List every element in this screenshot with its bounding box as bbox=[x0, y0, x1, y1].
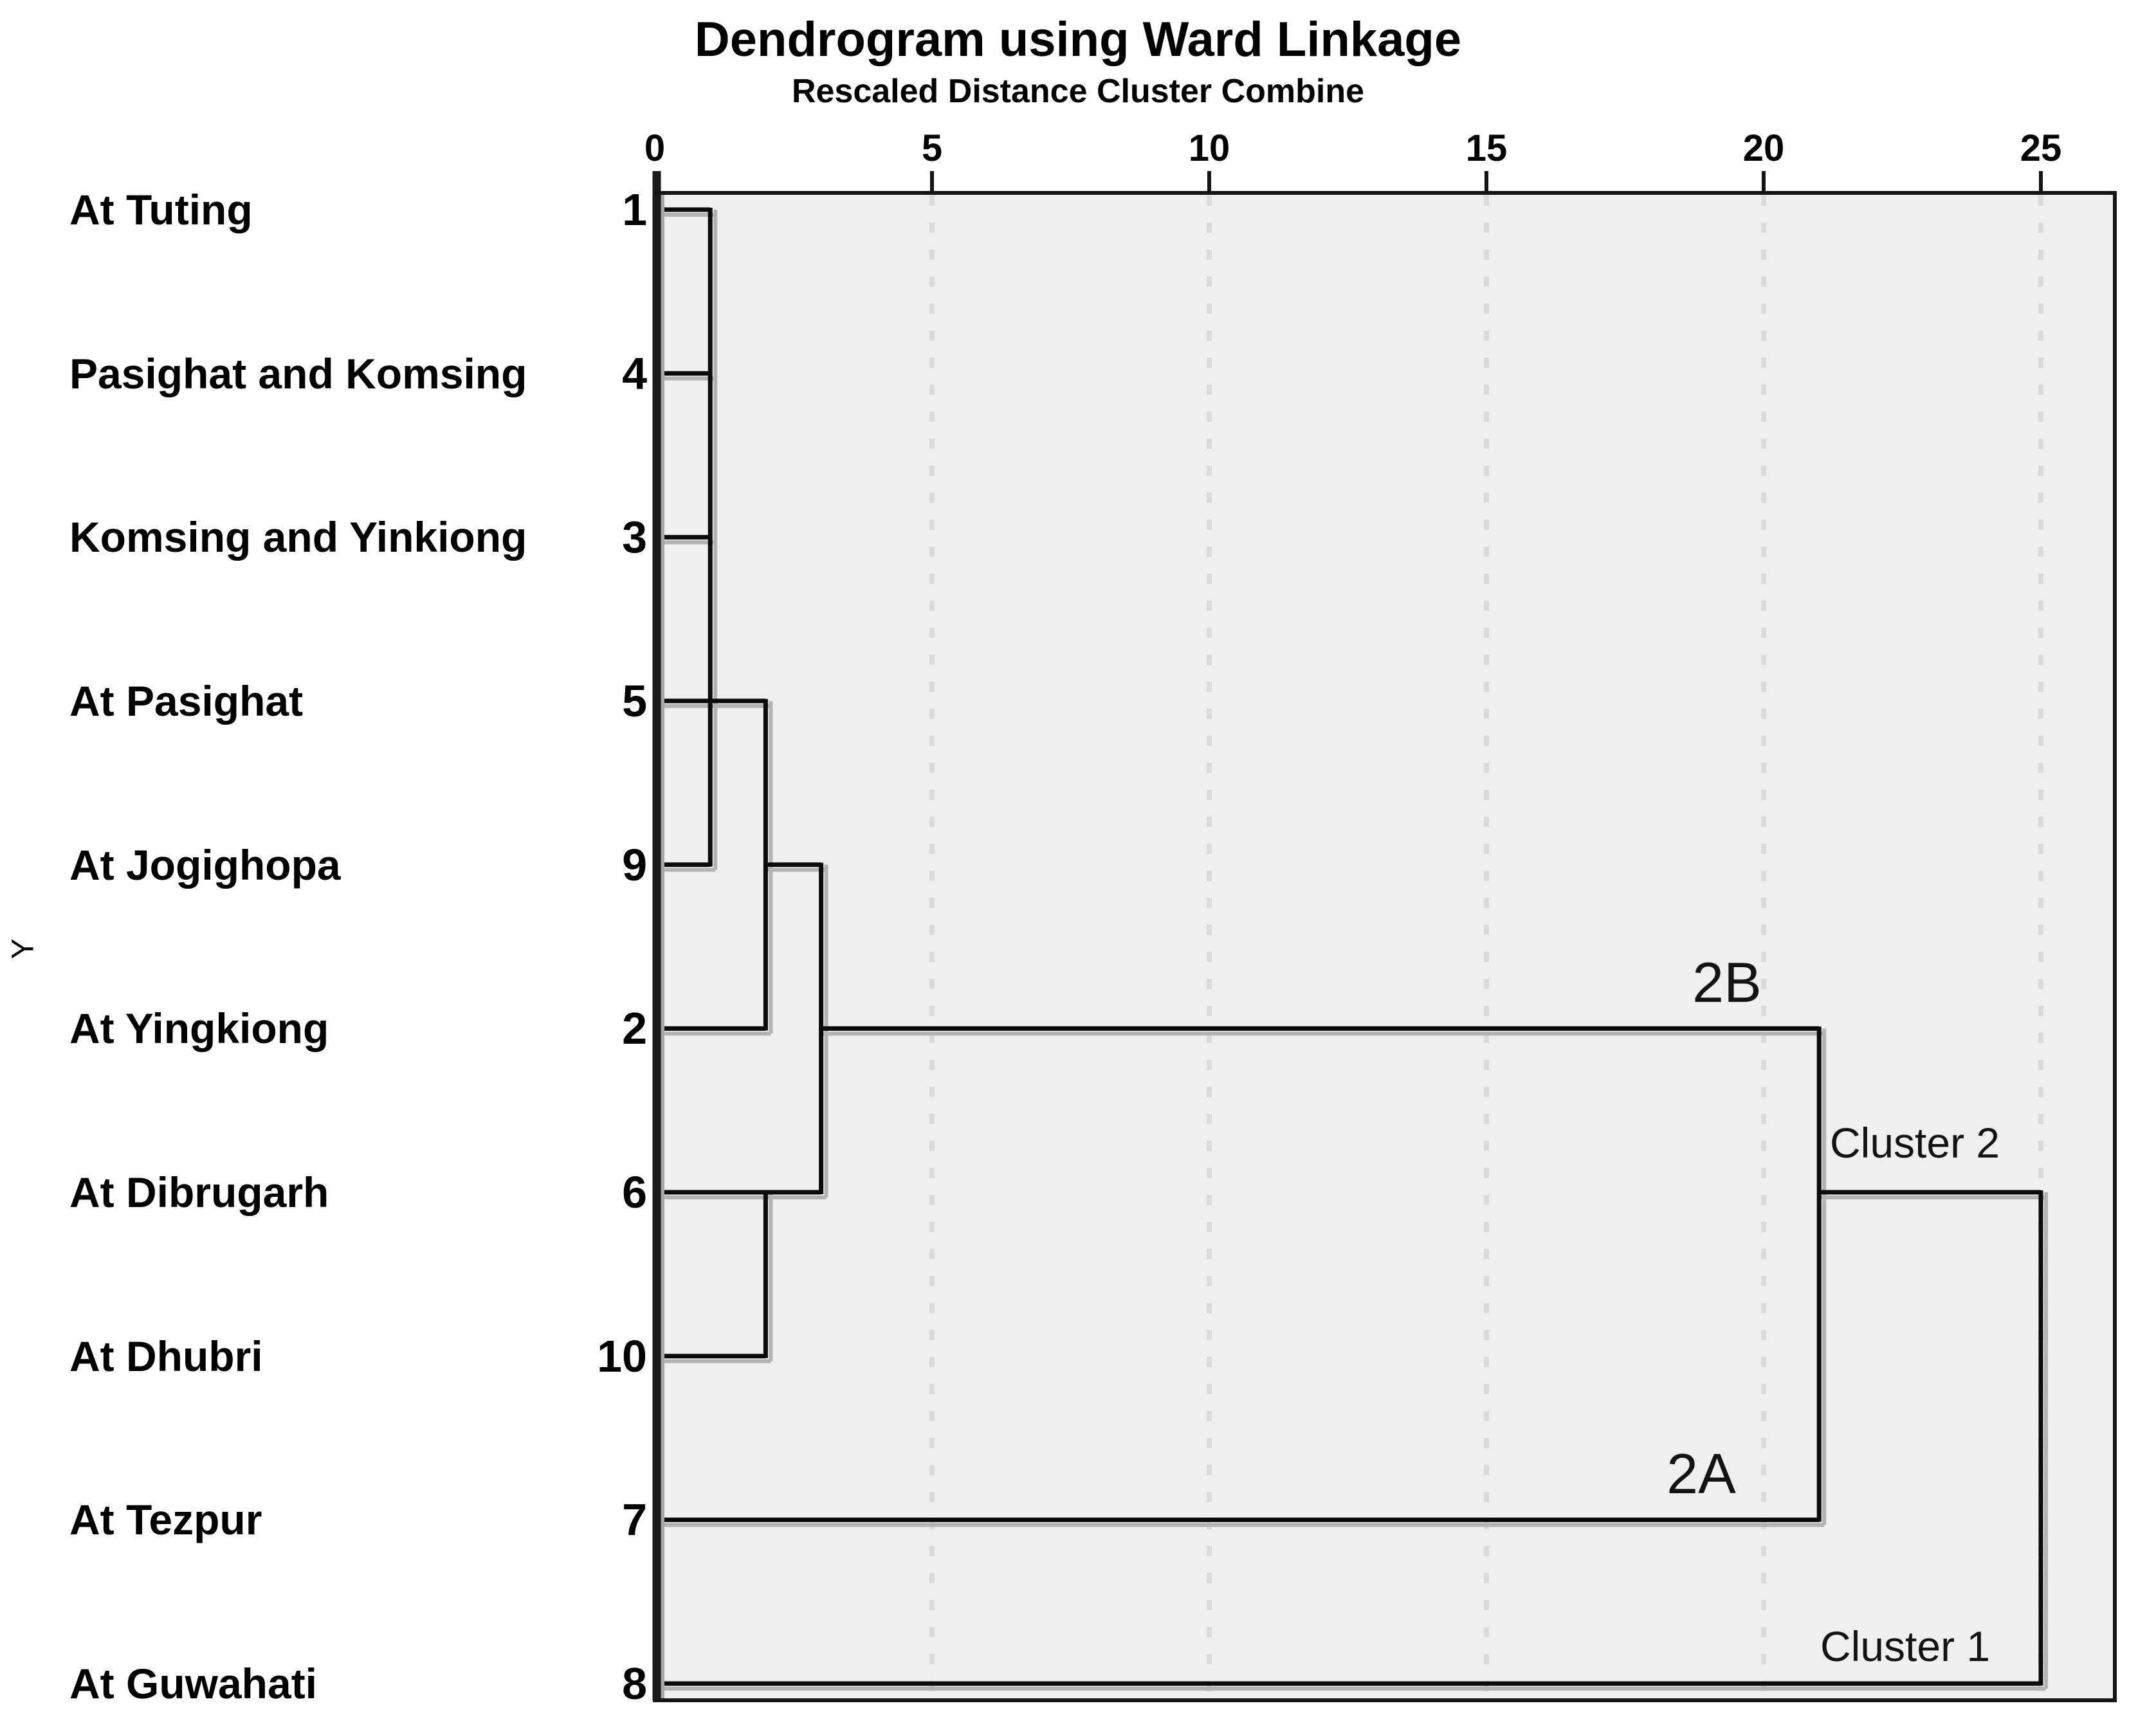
leaf-label-5: At Pasighat bbox=[69, 677, 304, 725]
leaf-label-6: At Dibrugarh bbox=[69, 1168, 329, 1217]
case-number-1: 1 bbox=[622, 185, 647, 235]
case-number-8: 8 bbox=[622, 1658, 647, 1709]
x-tick-label-20: 20 bbox=[1742, 127, 1785, 169]
annotation-cluster-1: Cluster 1 bbox=[1820, 1622, 1991, 1671]
x-tick-label-15: 15 bbox=[1465, 127, 1508, 169]
case-number-7: 7 bbox=[622, 1494, 647, 1545]
case-number-4: 4 bbox=[622, 348, 647, 399]
leaf-label-2: At Yingkiong bbox=[69, 1004, 329, 1053]
annotation-cluster-2: Cluster 2 bbox=[1830, 1119, 2000, 1167]
chart-title: Dendrogram using Ward Linkage bbox=[694, 12, 1462, 67]
annotation-2b: 2B bbox=[1692, 950, 1762, 1014]
chart-subtitle: Rescaled Distance Cluster Combine bbox=[791, 73, 1365, 110]
case-number-10: 10 bbox=[597, 1331, 647, 1381]
leaf-label-1: At Tuting bbox=[69, 186, 253, 233]
leaf-label-4: Pasighat and Komsing bbox=[69, 349, 527, 397]
leaf-label-7: At Tezpur bbox=[69, 1496, 262, 1544]
leaf-label-8: At Guwahati bbox=[69, 1660, 318, 1708]
leaf-label-9: At Jogighopa bbox=[69, 840, 341, 889]
case-number-2: 2 bbox=[622, 1003, 647, 1054]
x-tick-label-5: 5 bbox=[921, 127, 943, 169]
x-tick-label-10: 10 bbox=[1188, 127, 1230, 169]
leaf-label-3: Komsing and Yinkiong bbox=[69, 513, 527, 561]
annotation-2a: 2A bbox=[1667, 1441, 1736, 1505]
case-number-3: 3 bbox=[622, 512, 647, 563]
leaf-label-10: At Dhubri bbox=[69, 1332, 263, 1380]
x-tick-label-25: 25 bbox=[2020, 127, 2062, 169]
x-tick-label-0: 0 bbox=[644, 127, 666, 169]
plot-background bbox=[655, 193, 2115, 1700]
case-number-5: 5 bbox=[622, 676, 647, 726]
case-number-6: 6 bbox=[622, 1167, 647, 1218]
case-number-9: 9 bbox=[622, 839, 647, 890]
